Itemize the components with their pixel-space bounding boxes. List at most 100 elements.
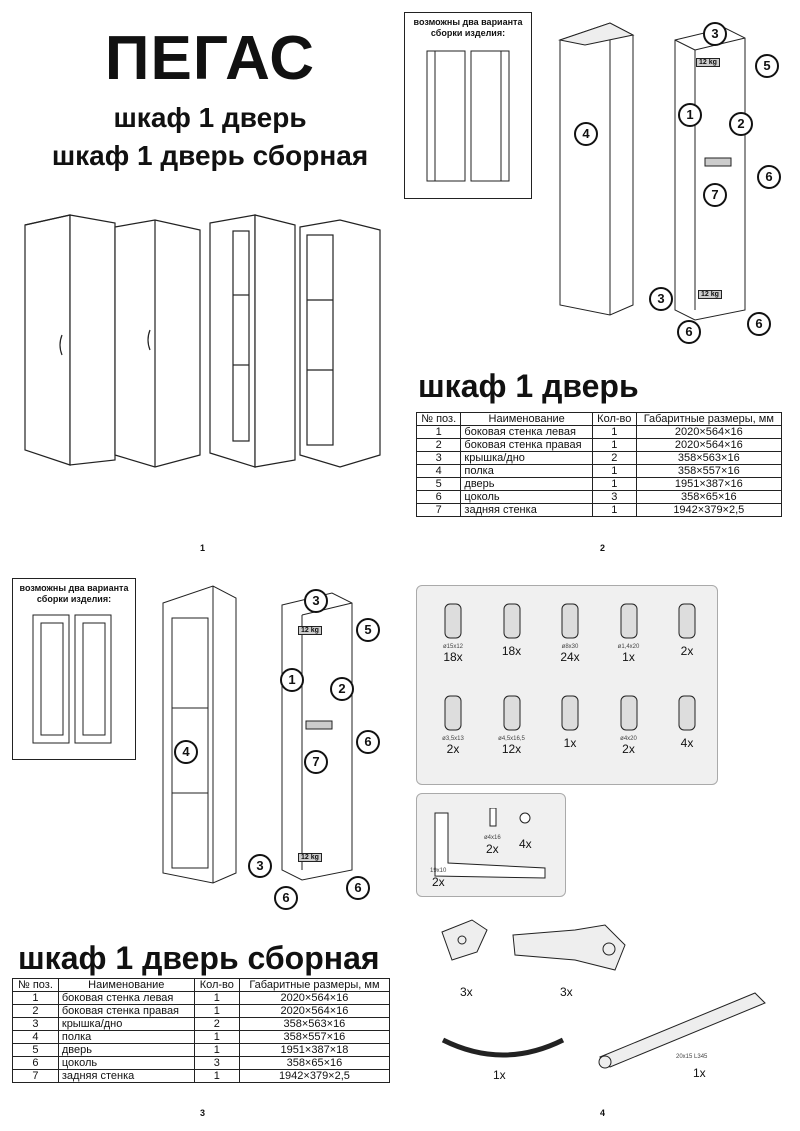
table-cell: 4 [415, 464, 462, 478]
hardware-qty: 1x [622, 650, 635, 664]
table-cell: 5 [12, 1043, 59, 1057]
callout-7: 7 [703, 183, 727, 207]
table-cell: 1 [591, 464, 637, 478]
rod-holder-icon [678, 603, 696, 639]
table-cell: 2 [12, 1004, 59, 1018]
callout-3-bottom-3: 3 [248, 854, 272, 878]
table-cell: 1942×379×2,5 [635, 503, 783, 517]
callout-4-3: 5 [356, 618, 380, 642]
table-cell: 1 [193, 991, 240, 1005]
brand-title: ПЕГАС [104, 24, 316, 93]
hardware-size: ø15х12 [442, 644, 463, 650]
bracket-icon [434, 808, 546, 879]
subtitle-assembled: шкаф 1 дверь сборная [51, 140, 369, 171]
col-qty: Кол-во [591, 412, 637, 426]
spec-table-single: № поз. Наименование Кол-во Габаритные ра… [415, 412, 783, 517]
table-cell: 1 [591, 503, 637, 517]
variant-note-3: возможны два варианта сборки изделия: [19, 583, 129, 604]
hardware-qty: 2x [680, 644, 694, 658]
table-cell: крышка/дно [57, 1017, 195, 1031]
hinge-qty: 3x [560, 985, 573, 999]
hardware-qty: 24x [560, 650, 580, 664]
col-name: Наименование [460, 412, 593, 426]
weight-label-bottom: 12 kg [698, 290, 722, 299]
hardware-size: ø8х30 [561, 644, 579, 650]
table-cell: 3 [415, 451, 462, 465]
dowel-icon [561, 603, 579, 639]
page-number-1: 1 [200, 543, 206, 553]
col-dims: Габаритные размеры, мм [238, 978, 391, 992]
door-cabinet-glass-drawing [162, 585, 237, 884]
cam-bolt-icon [503, 603, 520, 639]
handle-qty: 1x [493, 1068, 506, 1082]
table-cell: цоколь [57, 1056, 195, 1070]
callout-6b: 6 [677, 320, 701, 344]
washer-qty: 4x [519, 837, 532, 851]
table-cell: 3 [591, 490, 637, 504]
callout-6c-3: 6 [346, 876, 370, 900]
table-cell: 7 [415, 503, 462, 517]
spec-table-assembled: № поз. Наименование Кол-во Габаритные ра… [12, 978, 391, 1083]
table-cell: боковая стенка левая [57, 991, 195, 1005]
hardware-qty: 18x [501, 644, 522, 658]
variant-drawing [426, 50, 510, 182]
nails-bag-icon [620, 603, 637, 639]
long-screw-icon [620, 695, 637, 731]
table-cell: 5 [415, 477, 462, 491]
table-cell: 1 [591, 438, 637, 452]
callout-3-top: 3 [703, 22, 727, 46]
callout-5-p3: 4 [174, 740, 198, 764]
callout-1-3: 1 [280, 668, 304, 692]
screw-icon [444, 695, 462, 731]
table-cell: 2020×564×16 [635, 438, 783, 452]
table-cell: полка [57, 1030, 195, 1044]
table-cell: 2020×564×16 [635, 425, 783, 439]
table-cell: задняя стенка [460, 503, 593, 517]
hinge-plate-qty: 3x [460, 985, 473, 999]
door-cabinet-drawing [558, 22, 635, 316]
col-pos: № поз. [415, 412, 462, 426]
callout-6c: 6 [747, 312, 771, 336]
cam-lock-icon [444, 603, 462, 639]
table-cell: 6 [415, 490, 462, 504]
table-cell: дверь [460, 477, 593, 491]
table-cell: 2 [591, 451, 637, 465]
hardware-size: ø4х20 [620, 736, 637, 742]
table-cell: 6 [12, 1056, 59, 1070]
table-cell: 1 [193, 1030, 240, 1044]
rod-icon [598, 992, 766, 1069]
callout-6b-3: 6 [274, 886, 298, 910]
hardware-size: ø3,5х13 [442, 736, 464, 742]
table-cell: 1 [193, 1004, 240, 1018]
callout-6: 6 [757, 165, 781, 189]
cabinet-renders [24, 214, 381, 468]
table-cell: 1 [193, 1069, 240, 1083]
table-cell: боковая стенка правая [460, 438, 593, 452]
table-cell: 358×563×16 [238, 1017, 391, 1031]
hardware-qty: 18x [443, 650, 463, 664]
table-cell: 3 [12, 1017, 59, 1031]
table-cell: 2 [193, 1017, 240, 1031]
hardware-qty: 4x [680, 736, 694, 750]
table-cell: 1 [591, 477, 637, 491]
bracket-qty: 2x [432, 875, 445, 889]
hardware-qty: 12x [501, 742, 522, 756]
subtitle-single: шкаф 1 дверь [113, 102, 307, 133]
table-cell: 1951×387×18 [238, 1043, 391, 1057]
table-cell: 1 [591, 425, 637, 439]
hinge-icon [512, 924, 626, 971]
